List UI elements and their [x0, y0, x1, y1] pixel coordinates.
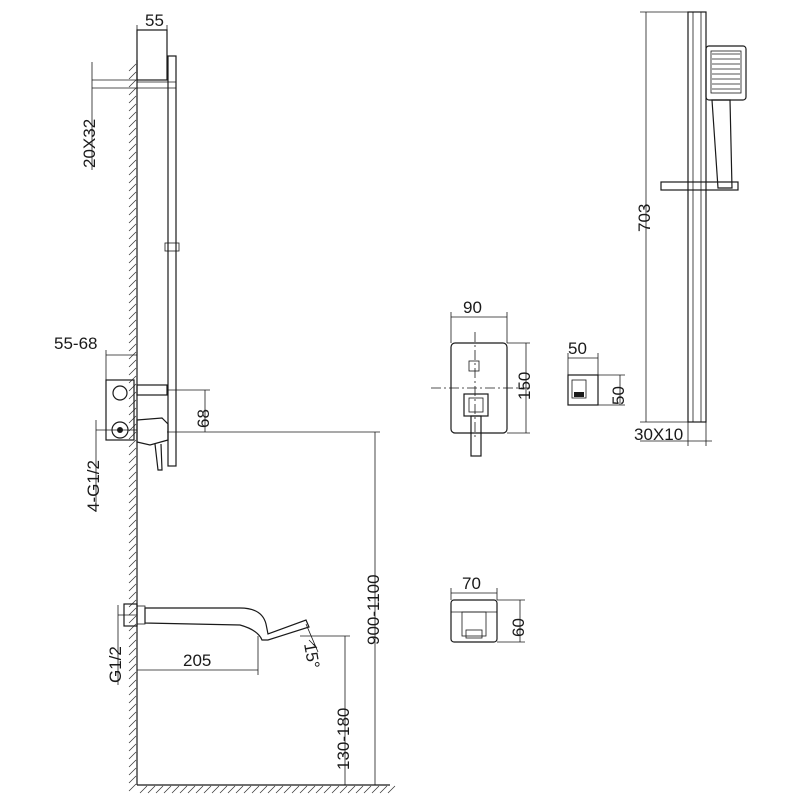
label-900-1100: 900-1100: [364, 574, 383, 645]
dim-90: 90: [450, 298, 508, 343]
label-4-g12: 4-G1/2: [84, 460, 103, 512]
dim-55-top: 55: [136, 11, 168, 35]
dim-30x10: 30X10: [634, 422, 712, 446]
label-55: 55: [145, 11, 164, 30]
shower-head-grid: [710, 50, 742, 94]
dim-150: 150: [507, 342, 534, 434]
label-20x32: 20X32: [80, 119, 99, 168]
mixer-side: [105, 379, 169, 471]
wall-hatching: [128, 63, 137, 792]
spout-front-view: [450, 599, 498, 643]
wall: [128, 60, 396, 794]
dim-60: 60: [497, 599, 528, 643]
dim-703: 703: [635, 11, 688, 423]
wall-outlet-view: [567, 374, 599, 406]
dim-900-1100: 900-1100: [210, 431, 383, 785]
dim-55-68: 55-68: [54, 334, 138, 380]
floor-hatching: [139, 785, 396, 794]
dim-205: 205: [137, 636, 259, 675]
label-55-68: 55-68: [54, 334, 97, 353]
dim-68: 68: [167, 389, 213, 433]
label-150: 150: [515, 372, 534, 400]
label-90: 90: [463, 298, 482, 317]
label-50-width: 50: [568, 339, 587, 358]
shower-rail-side: [136, 29, 180, 467]
label-15-degree: 15°: [300, 641, 323, 670]
mixer-front-view: [431, 332, 530, 457]
dim-50-height: 50: [598, 374, 628, 406]
label-70: 70: [462, 574, 481, 593]
dim-130-180: 130-180: [300, 635, 353, 785]
label-50-height: 50: [609, 386, 628, 405]
dim-4-g12: 4-G1/2: [84, 420, 137, 512]
label-703: 703: [635, 204, 654, 232]
label-g12: G1/2: [106, 646, 125, 683]
shower-rail-front: [660, 11, 747, 423]
label-60: 60: [509, 618, 528, 637]
label-68: 68: [194, 409, 213, 428]
label-130-180: 130-180: [334, 708, 353, 770]
bath-spout: [123, 603, 319, 653]
dim-70: 70: [450, 574, 498, 600]
label-205: 205: [183, 651, 211, 670]
label-30x10: 30X10: [634, 425, 683, 444]
dim-50-width: 50: [567, 339, 599, 375]
dim-g12-spout: G1/2: [106, 605, 137, 685]
dim-20x32: 20X32: [80, 62, 137, 170]
